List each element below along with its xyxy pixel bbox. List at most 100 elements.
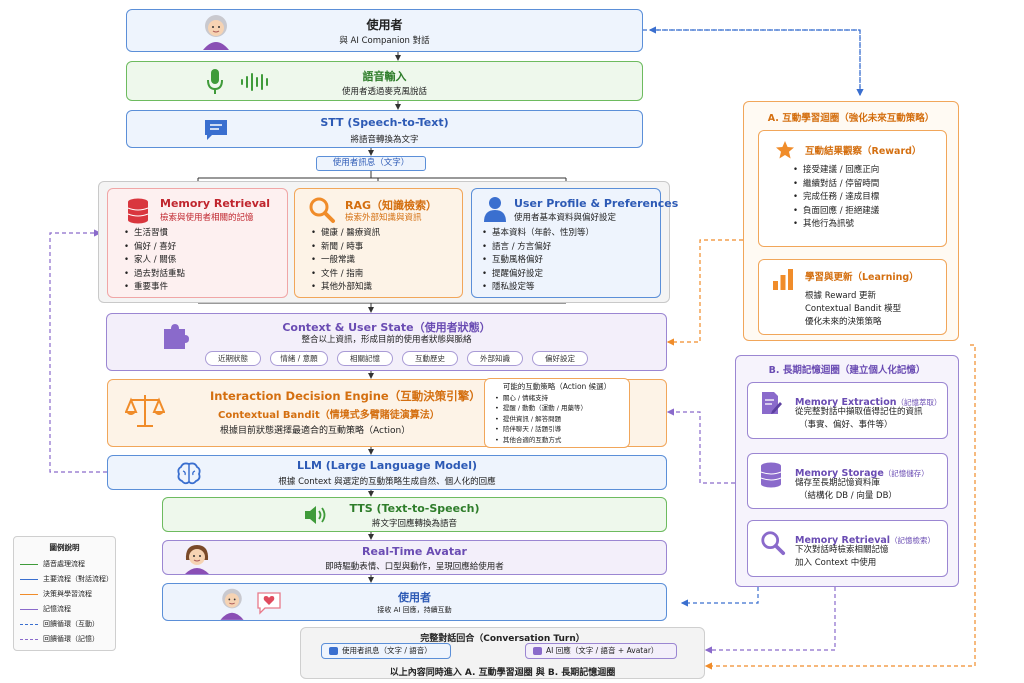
memory-retrieval-list: 生活習慣 偏好 / 喜好 家人 / 關係 過去對話重點 重要事件 [124,227,185,295]
avatar-sub: 即時驅動表情、口型與動作，呈現回應給使用者 [325,562,504,572]
user-top-sub: 與 AI Companion 對話 [339,36,430,46]
context-sub: 整合以上資訊，形成目前的使用者狀態與脈絡 [301,335,472,345]
stt-sub: 將語音轉換為文字 [350,135,419,145]
legend-label: 決策與學習流程 [43,590,92,598]
list-item: 其他外部知識 [311,281,380,295]
llm-sub: 根據 Context 與選定的互動策略生成自然、個人化的回應 [278,477,496,487]
context-tag: 外部知識 [467,351,523,366]
reward-box: 互動結果觀察（Reward） 接受建議 / 回應正向 繼續對話 / 停留時間 完… [758,130,947,247]
avatar-woman-icon [181,542,213,578]
list-item: 互動風格偏好 [482,254,594,268]
reward-title: 互動結果觀察（Reward） [805,146,922,157]
elderly-woman-avatar-icon [216,586,248,624]
user-top-box: 使用者 與 AI Companion 對話 [126,9,643,52]
memory-retrieval-loop-line: 下次對話時檢索相關記憶 [795,545,889,555]
list-item: 過去對話重點 [124,268,185,282]
list-item: 基本資料（年齡、性別等） [482,227,594,241]
legend-item: 記憶流程 [20,604,71,614]
context-tag: 近期狀態 [205,351,261,366]
memory-storage-line: （結構化 DB / 向量 DB） [799,491,897,501]
legend-label: 語音處理流程 [43,560,85,568]
profile-list: 基本資料（年齡、性別等） 語言 / 方言偏好 互動風格偏好 提醒偏好設定 隱私設… [482,227,594,295]
memory-retrieval-sub: 檢索與使用者相關的記憶 [160,213,254,223]
learning-title: 學習與更新（Learning） [805,272,919,283]
list-item: 負面回應 / 拒絕建議 [793,205,879,219]
legend-item: 回饋循環（互動） [20,619,99,629]
memory-extraction-tag: （記憶萃取） [896,398,942,407]
memory-extraction-box: Memory Extraction（記憶萃取） 從完整對話中擷取值得記住的資訊 … [747,382,948,439]
scales-icon [124,393,166,433]
memory-retrieval-loop-tag: （記憶檢索） [890,536,936,545]
legend-swatch [20,578,38,580]
tts-title: TTS (Text-to-Speech) [349,502,480,515]
context-tag: 情緒 / 意願 [270,351,328,366]
list-item: 提醒 / 動動（運動 / 用藥等） [495,403,587,413]
learning-line: 優化未來的決策策略 [805,317,882,327]
legend-swatch [20,608,38,610]
actions-box: 可能的互動策略（Action 候選） 關心 / 情緒支持 提醒 / 動動（運動 … [484,378,630,448]
list-item: 關心 / 情緒支持 [495,393,587,403]
context-tag: 偏好設定 [532,351,588,366]
learning-line: Contextual Bandit 模型 [805,304,902,314]
decision-sub2: 根據目前狀態選擇最適合的互動策略（Action） [220,426,411,436]
list-item: 生活習慣 [124,227,185,241]
list-item: 家人 / 關係 [124,254,185,268]
turn-title: 完整對話回合（Conversation Turn） [420,634,585,644]
list-item: 繼續對話 / 停留時間 [793,178,879,192]
actions-title: 可能的互動策略（Action 候選） [502,382,612,391]
turn-foot: 以上內容同時進入 A. 互動學習迴圈 與 B. 長期記憶迴圈 [389,668,616,678]
memory-extraction-title: Memory Extraction [795,397,897,408]
turn-right-label: AI 回應（文字 / 語音 + Avatar） [546,646,659,655]
profile-sub: 使用者基本資料與偏好設定 [514,213,617,223]
elderly-woman-avatar-icon [198,12,234,54]
conversation-turn-box: 完整對話回合（Conversation Turn） 使用者訊息（文字 / 語音）… [300,627,705,679]
memory-storage-tag: （記憶儲存） [883,469,929,478]
rag-sub: 檢索外部知識與資訊 [345,213,422,223]
person-icon [484,196,506,226]
actions-list: 關心 / 情緒支持 提醒 / 動動（運動 / 用藥等） 提供資訊 / 解答問題 … [495,393,587,445]
list-item: 完成任務 / 達成目標 [793,191,879,205]
legend-label: 記憶流程 [43,605,71,613]
list-item: 提醒偏好設定 [482,268,594,282]
brain-icon [176,461,202,489]
robot-icon [533,647,542,655]
loop-b-box: B. 長期記憶迴圈（建立個人化記憶） Memory Extraction（記憶萃… [735,355,959,587]
turn-right-pill: AI 回應（文字 / 語音 + Avatar） [525,643,677,659]
stt-title: STT (Speech-to-Text) [320,116,449,129]
loop-a-box: A. 互動學習迴圈（強化未來互動策略） 互動結果觀察（Reward） 接受建議 … [743,101,959,341]
rag-box: RAG（知識檢索） 檢索外部知識與資訊 健康 / 醫療資訊 新聞 / 時事 一般… [294,188,463,298]
user-message-label: 使用者訊息（文字） [316,156,426,171]
stt-box: STT (Speech-to-Text) 將語音轉換為文字 [126,110,643,148]
heart-bubble-icon [255,590,283,620]
memory-retrieval-loop-title: Memory Retrieval [795,535,891,546]
memory-retrieval-loop-line: 加入 Context 中使用 [795,558,877,568]
list-item: 接受建議 / 回應正向 [793,164,879,178]
list-item: 一般常識 [311,254,380,268]
microphone-icon [205,68,225,100]
list-item: 文件 / 指南 [311,268,380,282]
turn-left-label: 使用者訊息（文字 / 語音） [342,646,432,655]
context-tag: 相關記憶 [337,351,393,366]
voice-input-title: 語音輸入 [362,70,407,83]
rag-list: 健康 / 醫療資訊 新聞 / 時事 一般常識 文件 / 指南 其他外部知識 [311,227,380,295]
memory-retrieval-loop-box: Memory Retrieval（記憶檢索） 下次對話時檢索相關記憶 加入 Co… [747,520,948,577]
context-title: Context & User State（使用者狀態） [282,321,491,334]
memory-storage-box: Memory Storage（記憶儲存） 儲存至長期記憶資料庫 （結構化 DB … [747,453,948,509]
chat-bubble-icon [329,647,338,655]
memory-extraction-line: 從完整對話中擷取值得記住的資訊 [795,407,923,417]
context-box: Context & User State（使用者狀態） 整合以上資訊，形成目前的… [106,313,667,371]
speaker-icon [303,504,327,530]
memory-retrieval-box: Memory Retrieval 檢索與使用者相關的記憶 生活習慣 偏好 / 喜… [107,188,288,298]
user-bottom-sub: 接收 AI 回應，持續互動 [377,606,452,614]
list-item: 健康 / 醫療資訊 [311,227,380,241]
puzzle-icon [161,323,189,355]
magnifier-icon [308,196,336,228]
memory-storage-title: Memory Storage [795,468,884,479]
list-item: 隱私設定等 [482,281,594,295]
user-bottom-title: 使用者 [398,591,431,604]
list-item: 提供資訊 / 解答問題 [495,414,587,424]
legend: 圖例說明 語音處理流程 主要流程（對話流程） 決策與學習流程 記憶流程 回饋循環… [13,536,116,651]
sound-wave-icon [240,72,272,96]
legend-swatch [20,638,38,640]
list-item: 新聞 / 時事 [311,241,380,255]
